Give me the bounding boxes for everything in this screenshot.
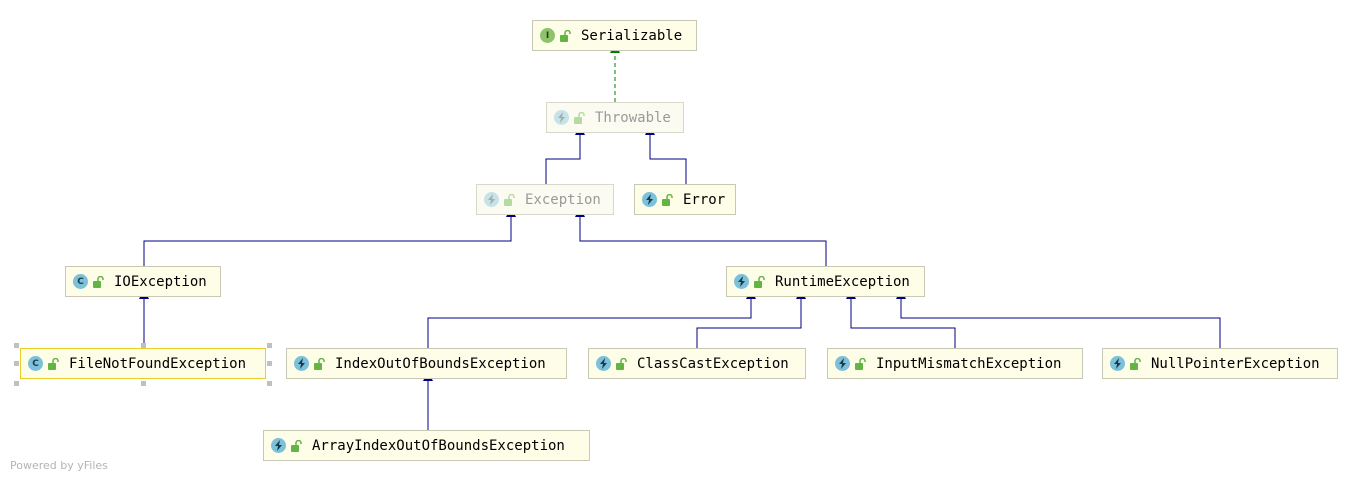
unlocked-icon bbox=[314, 357, 325, 370]
edge-runtimeexception-exception bbox=[575, 207, 827, 266]
unlocked-icon bbox=[560, 29, 571, 42]
node-inputmismatchexception[interactable]: InputMismatchException bbox=[827, 348, 1083, 379]
selection-handle[interactable] bbox=[267, 381, 272, 386]
class-icon: C bbox=[28, 356, 43, 371]
selection-handle[interactable] bbox=[141, 343, 146, 348]
selection-handle[interactable] bbox=[267, 343, 272, 348]
exception-class-icon bbox=[271, 438, 286, 453]
node-exception[interactable]: Exception bbox=[476, 184, 614, 215]
edge-inputmismatch-runtimeexception bbox=[846, 289, 956, 348]
node-arrayindexoutofboundsexception[interactable]: ArrayIndexOutOfBoundsException bbox=[263, 430, 590, 461]
selection-handle[interactable] bbox=[267, 361, 272, 366]
edge-exception-throwable bbox=[545, 125, 585, 184]
node-label: FileNotFoundException bbox=[69, 355, 247, 372]
exception-class-icon bbox=[642, 192, 657, 207]
node-error[interactable]: Error bbox=[634, 184, 736, 215]
exception-class-icon bbox=[484, 192, 499, 207]
selection-handle[interactable] bbox=[14, 381, 19, 386]
node-label: Error bbox=[683, 191, 726, 208]
node-throwable[interactable]: Throwable bbox=[546, 102, 684, 133]
unlocked-icon bbox=[291, 439, 302, 452]
unlocked-icon bbox=[616, 357, 627, 370]
powered-by-credit: Powered by yFiles bbox=[10, 459, 108, 472]
class-icon: C bbox=[73, 274, 88, 289]
selection-handle[interactable] bbox=[14, 343, 19, 348]
unlocked-icon bbox=[48, 357, 59, 370]
node-label: ArrayIndexOutOfBoundsException bbox=[312, 437, 565, 454]
node-label: IOException bbox=[114, 273, 207, 290]
unlocked-icon bbox=[855, 357, 866, 370]
exception-class-icon bbox=[835, 356, 850, 371]
edge-indexoutofbounds-runtimeexception bbox=[427, 289, 756, 348]
unlocked-icon bbox=[662, 193, 673, 206]
interface-icon: I bbox=[540, 28, 555, 43]
exception-class-icon bbox=[554, 110, 569, 125]
unlocked-icon bbox=[754, 275, 765, 288]
unlocked-icon bbox=[93, 275, 104, 288]
selection-handle[interactable] bbox=[141, 381, 146, 386]
exception-class-icon bbox=[294, 356, 309, 371]
unlocked-icon bbox=[504, 193, 515, 206]
node-label: RuntimeException bbox=[775, 273, 910, 290]
node-label: InputMismatchException bbox=[876, 355, 1062, 372]
node-classcastexception[interactable]: ClassCastException bbox=[588, 348, 806, 379]
node-label: Serializable bbox=[581, 27, 683, 44]
edge-ioexception-exception bbox=[143, 207, 516, 266]
exception-class-icon bbox=[596, 356, 611, 371]
node-label: IndexOutOfBoundsException bbox=[335, 355, 546, 372]
edge-nullpointer-runtimeexception bbox=[896, 289, 1221, 348]
exception-class-icon bbox=[734, 274, 749, 289]
node-nullpointerexception[interactable]: NullPointerException bbox=[1102, 348, 1338, 379]
selection-handle[interactable] bbox=[14, 361, 19, 366]
node-label: Throwable bbox=[595, 109, 671, 126]
edge-classcast-runtimeexception bbox=[696, 289, 806, 348]
node-label: Exception bbox=[525, 191, 601, 208]
exception-class-icon bbox=[1110, 356, 1125, 371]
node-indexoutofboundsexception[interactable]: IndexOutOfBoundsException bbox=[286, 348, 567, 379]
node-runtimeexception[interactable]: RuntimeException bbox=[726, 266, 925, 297]
node-filenotfoundexception[interactable]: C FileNotFoundException bbox=[20, 348, 266, 379]
unlocked-icon bbox=[574, 111, 585, 124]
node-serializable[interactable]: I Serializable bbox=[532, 20, 697, 51]
unlocked-icon bbox=[1130, 357, 1141, 370]
node-label: NullPointerException bbox=[1151, 355, 1320, 372]
node-label: ClassCastException bbox=[637, 355, 789, 372]
edge-error-throwable bbox=[645, 125, 687, 184]
node-ioexception[interactable]: C IOException bbox=[65, 266, 221, 297]
